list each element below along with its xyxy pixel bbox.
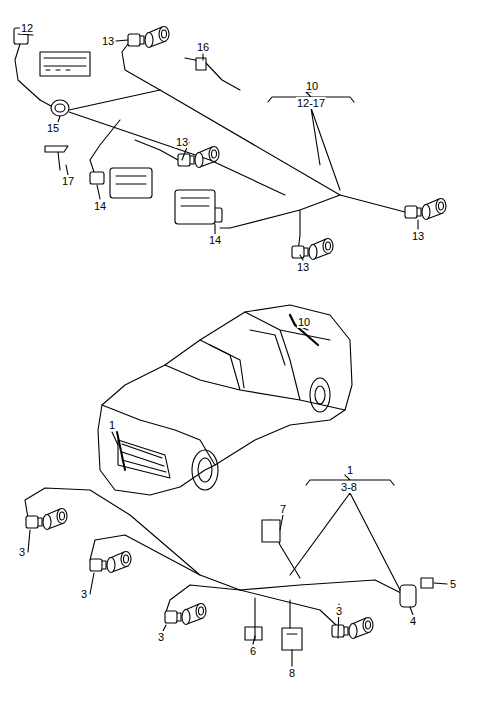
callout-number: 3-8 xyxy=(340,481,358,493)
callout-number: 7 xyxy=(279,503,287,515)
front-harness xyxy=(25,488,433,650)
callout-number: 3 xyxy=(335,605,343,617)
callout-number: 4 xyxy=(409,615,417,627)
callout-number: 15 xyxy=(46,122,60,134)
callout-number: 5 xyxy=(449,578,457,590)
callout-number: 13 xyxy=(296,261,310,273)
callout-number: 13 xyxy=(175,136,189,148)
callout-number: 14 xyxy=(93,200,107,212)
callout-number: 3 xyxy=(80,588,88,600)
car-illustration xyxy=(98,305,352,495)
callout-number: 12-17 xyxy=(296,97,326,109)
callout-number: 3 xyxy=(18,546,26,558)
callout-number: 14 xyxy=(208,234,222,246)
callout-number: 6 xyxy=(249,645,257,657)
callout-number: 3 xyxy=(157,631,165,643)
callout-number: 16 xyxy=(196,41,210,53)
callout-number: 1 xyxy=(108,419,116,431)
callout-number: 10 xyxy=(305,80,319,92)
callout-number: 8 xyxy=(288,667,296,679)
callout-number: 13 xyxy=(411,230,425,242)
callout-number: 1 xyxy=(346,464,354,476)
callout-number: 12 xyxy=(20,22,34,34)
callout-number: 10 xyxy=(297,316,311,328)
callout-number: 13 xyxy=(101,35,115,47)
rear-harness xyxy=(14,27,446,260)
callout-number: 17 xyxy=(61,175,75,187)
